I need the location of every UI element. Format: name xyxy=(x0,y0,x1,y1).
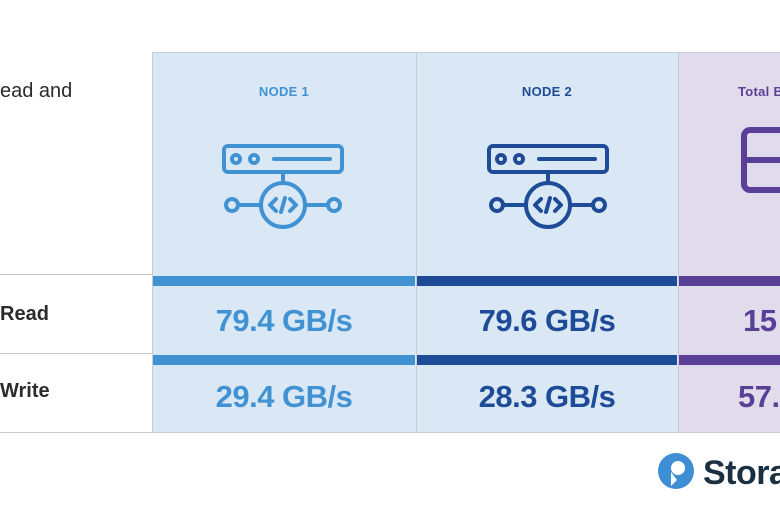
column-total xyxy=(678,52,780,433)
read-value-node-2: 79.6 GB/s xyxy=(478,303,616,338)
write-value-total: 57. xyxy=(738,379,780,414)
read-value-node-1: 79.4 GB/s xyxy=(215,303,353,338)
server-node-icon xyxy=(485,142,613,232)
read-bar-node-2 xyxy=(417,276,677,286)
table-bottom-border xyxy=(152,432,780,433)
table-top-border xyxy=(152,52,780,53)
row-divider-read xyxy=(0,274,152,275)
read-value-total: 15 xyxy=(743,303,777,338)
brand-logo: Stora xyxy=(657,452,780,495)
row-divider-bottom xyxy=(0,432,152,433)
brand-name: Stora xyxy=(703,454,780,492)
table-caption: ead and xyxy=(0,80,73,102)
column-node-2 xyxy=(416,52,678,433)
write-value-node-1: 29.4 GB/s xyxy=(215,379,353,414)
server-node-icon xyxy=(220,142,348,232)
column-title-total: Total B xyxy=(738,84,780,99)
write-bar-node-2 xyxy=(417,355,677,365)
row-divider-write xyxy=(0,353,152,354)
row-label-read: Read xyxy=(0,303,49,325)
storage-stack-icon xyxy=(740,126,780,194)
write-value-node-2: 28.3 GB/s xyxy=(478,379,616,414)
read-bar-total xyxy=(679,276,780,286)
write-bar-total xyxy=(679,355,780,365)
read-bar-node-1 xyxy=(153,276,415,286)
column-title-node-1: NODE 1 xyxy=(258,84,310,99)
brand-logo-icon xyxy=(657,452,695,495)
row-label-write: Write xyxy=(0,380,50,402)
column-title-node-2: NODE 2 xyxy=(521,84,573,99)
write-bar-node-1 xyxy=(153,355,415,365)
column-node-1 xyxy=(152,52,416,433)
